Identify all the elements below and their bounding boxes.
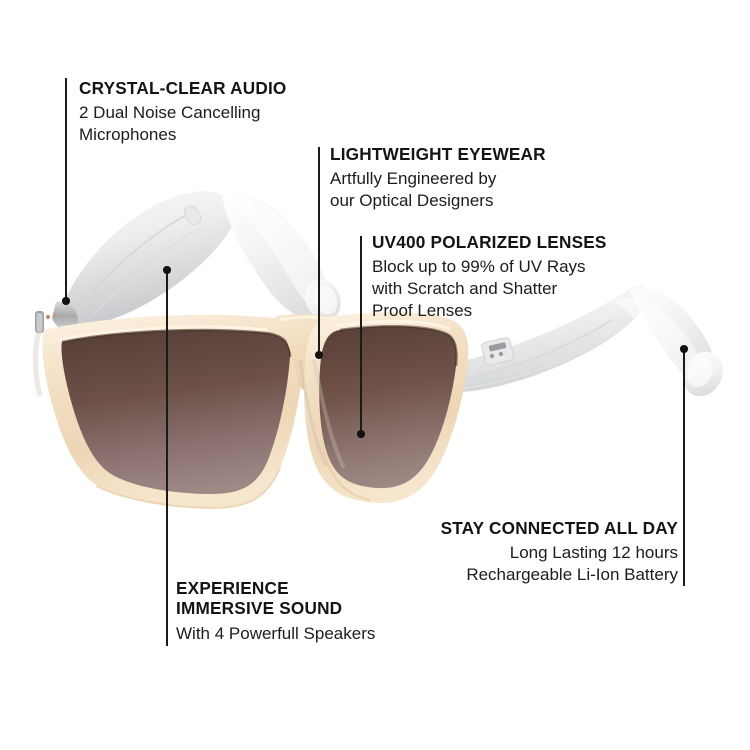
leader-line-experience-immersive-sound <box>166 271 168 646</box>
leader-dot-experience-immersive-sound <box>163 266 171 274</box>
callout-heading-stay-connected-all-day: STAY CONNECTED ALL DAY <box>440 518 678 538</box>
callout-heading-experience-immersive-sound: EXPERIENCE IMMERSIVE SOUND <box>176 578 343 619</box>
left-temple-arm <box>35 191 341 333</box>
callout-heading-lightweight-eyewear: LIGHTWEIGHT EYEWEAR <box>330 144 546 164</box>
callout-crystal-clear-audio: CRYSTAL-CLEAR AUDIO 2 Dual Noise Cancell… <box>79 78 319 146</box>
callout-uv400-polarized-lenses: UV400 POLARIZED LENSES Block up to 99% o… <box>372 232 632 323</box>
callout-experience-immersive-sound: EXPERIENCE IMMERSIVE SOUND With 4 Powerf… <box>176 578 446 645</box>
left-lens <box>42 314 306 510</box>
leader-dot-stay-connected-all-day <box>680 345 688 353</box>
leader-line-lightweight-eyewear <box>318 147 320 355</box>
callout-lightweight-eyewear: LIGHTWEIGHT EYEWEAR Artfully Engineered … <box>330 144 580 212</box>
leader-line-crystal-clear-audio <box>65 78 67 301</box>
leader-dot-crystal-clear-audio <box>62 297 70 305</box>
callout-body-uv400-polarized-lenses: Block up to 99% of UV Rays with Scratch … <box>372 257 586 321</box>
callout-body-stay-connected-all-day: Long Lasting 12 hours Rechargeable Li-Io… <box>466 543 678 585</box>
callout-body-crystal-clear-audio: 2 Dual Noise Cancelling Microphones <box>79 103 261 145</box>
leader-line-stay-connected-all-day <box>683 350 685 586</box>
speaker-grille <box>481 337 515 366</box>
leader-dot-uv400-polarized-lenses <box>357 430 365 438</box>
eyewear-frame <box>33 312 469 510</box>
leader-line-uv400-polarized-lenses <box>360 236 362 434</box>
callout-body-experience-immersive-sound: With 4 Powerfull Speakers <box>176 623 376 643</box>
callout-heading-uv400-polarized-lenses: UV400 POLARIZED LENSES <box>372 232 607 252</box>
callout-stay-connected-all-day: STAY CONNECTED ALL DAY Long Lasting 12 h… <box>430 518 678 586</box>
right-lens <box>304 312 469 503</box>
callout-heading-crystal-clear-audio: CRYSTAL-CLEAR AUDIO <box>79 78 287 98</box>
leader-dot-lightweight-eyewear <box>315 351 323 359</box>
callout-body-lightweight-eyewear: Artfully Engineered by our Optical Desig… <box>330 169 497 211</box>
